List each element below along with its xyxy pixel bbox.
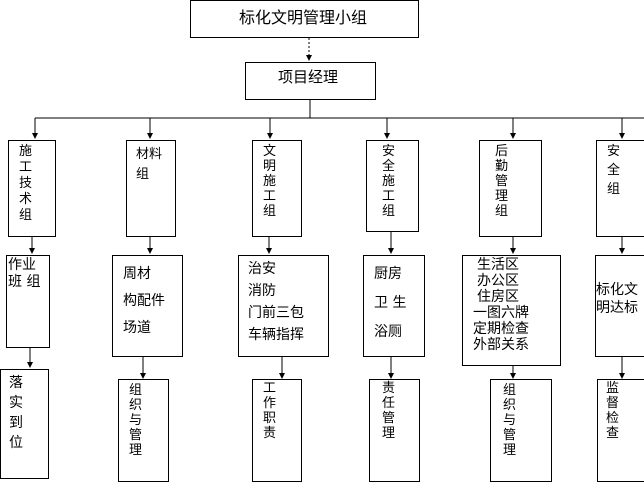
duty-3-line-3: 门前三包 [248,305,304,321]
group-3-char-3: 施 [263,174,277,189]
task-2-char-4: 管 [129,428,143,443]
group-5-char-4: 理 [495,189,509,204]
task-2-char-2: 织 [129,398,143,413]
task-4-char-4: 理 [382,426,396,441]
group-5-char-5: 组 [495,204,509,219]
group-box-3: 文 明 施 工 组 [252,140,302,237]
duty-box-2: 周材 构配件 场道 [112,255,183,357]
task-box-3: 工 作 职 责 [252,379,302,482]
duty-box-4: 厨房 卫 生 浴厕 [363,255,425,357]
duty-box-6: 标化文 明达标 [595,255,644,357]
duty-5-line-6: 外部关系 [473,337,529,353]
task-3-char-2: 作 [263,396,277,411]
group-4-char-3: 施 [382,174,396,189]
group-2-line-1: 材料 [136,147,163,162]
task-6-char-4: 查 [606,426,620,441]
group-6-char-2: 全 [607,163,621,178]
task-6-char-1: 监 [606,381,620,396]
group-4-char-5: 组 [382,204,396,219]
group-1-char-3: 技 [19,176,33,191]
duty-3-line-4: 车辆指挥 [248,327,304,343]
group-6-char-1: 安 [607,144,621,159]
group-1-char-2: 工 [19,160,33,175]
task-5-char-1: 组 [503,383,517,398]
title-box: 标化文明管理小组 [190,0,419,38]
task-4-char-1: 责 [382,381,396,396]
task-6-char-3: 检 [606,411,620,426]
duty-4-line-3: 浴厕 [374,324,402,340]
group-3-char-1: 文 [263,144,277,159]
task-5-char-3: 与 [503,413,517,428]
task-3-char-1: 工 [263,381,277,396]
task-4-char-2: 任 [382,396,396,411]
duty-box-5: 生活区 办公区 住房区 一图六牌 定期检查 外部关系 [462,255,561,366]
group-5-char-3: 管 [495,174,509,189]
task-2-char-3: 与 [129,413,143,428]
group-5-char-1: 后 [495,144,509,159]
group-box-1: 施 工 技 术 组 [8,140,56,237]
task-5-char-2: 织 [503,398,517,413]
task-5-char-4: 管 [503,428,517,443]
duty-3-line-2: 消防 [248,283,276,299]
group-box-2: 材料 组 [126,140,176,237]
group-1-char-1: 施 [19,144,33,159]
duty-box-1: 作业 班 组 [6,255,50,348]
manager-box: 项目经理 [245,62,376,100]
duty-6-line-2: 明达标 [596,300,638,316]
group-3-char-5: 组 [263,204,277,219]
title-text: 标化文明管理小组 [239,8,368,27]
task-1-char-4: 位 [9,435,23,451]
task-2-char-1: 组 [129,383,143,398]
task-3-char-4: 责 [263,426,277,441]
task-box-6: 监 督 检 查 [597,379,644,482]
manager-text: 项目经理 [278,68,339,86]
duty-5-line-4: 一图六牌 [473,305,529,321]
task-1-char-2: 实 [9,395,23,411]
group-box-5: 后 勤 管 理 组 [479,140,542,237]
task-4-char-3: 管 [382,411,396,426]
task-6-char-2: 督 [606,396,620,411]
duty-5-line-1: 生活区 [477,257,519,273]
task-1-char-3: 到 [9,415,23,431]
task-box-5: 组 织 与 管 理 [490,379,552,482]
task-box-2: 组 织 与 管 理 [118,379,169,482]
duty-2-line-1: 周材 [123,266,151,282]
duty-6-line-1: 标化文 [596,282,638,298]
group-1-char-5: 组 [19,208,33,223]
duty-2-line-3: 场道 [123,320,151,336]
duty-box-3: 治安 消防 门前三包 车辆指挥 [238,255,329,357]
group-4-char-2: 全 [382,159,396,174]
task-box-4: 责 任 管 理 [369,379,420,482]
group-box-4: 安 全 施 工 组 [366,140,419,232]
group-1-char-4: 术 [19,192,33,207]
duty-5-line-5: 定期检查 [473,321,529,337]
task-1-char-1: 落 [9,375,23,391]
task-2-char-5: 理 [129,443,143,458]
group-box-6: 安 全 组 [596,140,644,237]
group-3-char-2: 明 [263,159,277,174]
task-box-1: 落 实 到 位 [0,369,49,479]
group-4-char-4: 工 [382,189,396,204]
duty-1-line-1: 作业 [8,257,36,273]
duty-5-line-3: 住房区 [477,289,519,305]
group-2-line-2: 组 [136,167,150,182]
duty-3-line-1: 治安 [248,261,276,277]
group-3-char-4: 工 [263,189,277,204]
duty-4-line-1: 厨房 [374,266,402,282]
group-4-char-1: 安 [382,144,396,159]
task-3-char-3: 职 [263,411,277,426]
duty-1-line-2: 班 组 [8,274,41,290]
task-5-char-5: 理 [503,443,517,458]
duty-5-line-2: 办公区 [477,273,519,289]
group-5-char-2: 勤 [495,159,509,174]
duty-4-line-2: 卫 生 [374,295,407,311]
duty-2-line-2: 构配件 [123,293,165,309]
group-6-char-3: 组 [607,182,621,197]
